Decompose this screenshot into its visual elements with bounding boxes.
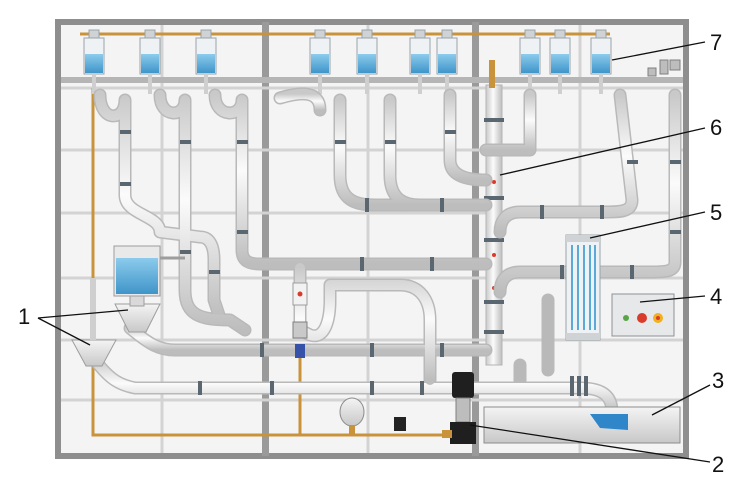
- filter-icon: [565, 234, 601, 341]
- control-panel-icon: [611, 293, 675, 337]
- dosing-container-icon: [409, 29, 431, 94]
- dosing-container-icon: [309, 29, 331, 94]
- dosing-container-icon: [83, 29, 105, 94]
- callout-leaders: [37, 41, 711, 463]
- callout-label-4: 4: [710, 284, 722, 309]
- top-right-fittings: [647, 59, 681, 77]
- dosing-container-icon: [590, 29, 612, 94]
- callout-label-3: 3: [712, 368, 724, 393]
- callout-labels: 1 2 3 4 5 6 7: [18, 30, 724, 477]
- dosing-container-icon: [356, 29, 378, 94]
- inline-valves: [292, 282, 308, 358]
- callout-label-7: 7: [710, 30, 722, 55]
- callout-label-1: 1: [18, 304, 30, 329]
- dosing-container-icon: [436, 29, 458, 94]
- expansion-vessel: [339, 397, 406, 435]
- tank-icon: [483, 406, 681, 444]
- pipe-couplings: [120, 130, 681, 396]
- callout-label-2: 2: [712, 452, 724, 477]
- dosing-containers: [83, 29, 612, 94]
- dosing-container-icon: [139, 29, 161, 94]
- pump-icon: [442, 372, 476, 444]
- callout-label-6: 6: [710, 115, 722, 140]
- siphon-icon: [71, 278, 161, 367]
- drain-pipes: [88, 87, 682, 419]
- cistern-icon: [113, 245, 185, 307]
- dosing-container-icon: [549, 29, 571, 94]
- dosing-container-icon: [519, 29, 541, 94]
- callout-label-5: 5: [710, 200, 722, 225]
- dosing-container-icon: [195, 29, 217, 94]
